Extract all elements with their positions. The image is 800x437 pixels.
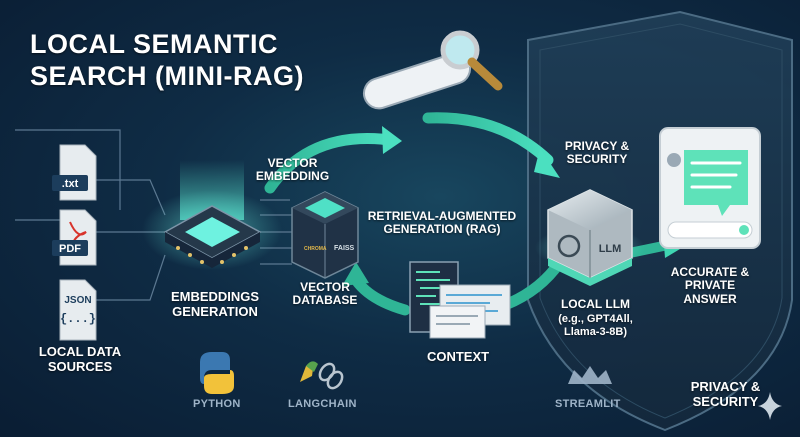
arrow-head-3 [342, 262, 369, 286]
context-label: CONTEXT [426, 349, 490, 364]
arrow-head-1 [382, 126, 402, 154]
json-file-icon: JSON {...} [59, 279, 97, 341]
arrow-search-to-llm [422, 112, 554, 166]
accurate-private-answer-label: ACCURATE & PRIVATE ANSWER [670, 265, 750, 306]
title-line-2: SEARCH (MINI-RAG) [30, 61, 304, 92]
vector-database-label: VECTOR DATABASE [292, 280, 358, 308]
svg-text:CHROMA: CHROMA [304, 246, 327, 252]
answer-chat-panel-icon [659, 127, 761, 249]
svg-text:FAISS: FAISS [334, 245, 355, 252]
context-documents-icon [409, 261, 511, 339]
python-logo-icon [200, 352, 234, 394]
streamlit-label: STREAMLIT [555, 398, 621, 410]
svg-text:JSON: JSON [64, 295, 91, 306]
local-llm-examples-line-2: Llama-3-8B) [564, 326, 627, 338]
svg-text:LLM: LLM [599, 243, 622, 255]
svg-text:{...}: {...} [60, 312, 96, 326]
svg-text:PDF: PDF [59, 243, 81, 255]
local-data-sources-label: LOCAL DATA SOURCES [38, 344, 122, 374]
langchain-label: LANGCHAIN [288, 398, 357, 410]
local-llm-examples-line-1: (e.g., GPT4All, [558, 313, 633, 325]
arrow-embed-to-search [264, 133, 396, 194]
txt-file-icon: .txt [52, 144, 97, 201]
privacy-security-bottom-label: PRIVACY & SECURITY [690, 379, 761, 409]
sparkle-icon [758, 392, 782, 420]
shield-inner-outline [539, 23, 783, 419]
streamlit-logo-icon [568, 366, 612, 384]
arrow-head-2 [534, 148, 560, 178]
python-label: PYTHON [193, 398, 241, 410]
local-llm-label: LOCAL LLM [560, 297, 631, 311]
privacy-security-top-label: PRIVACY & SECURITY [564, 139, 630, 167]
vector-database-icon: CHROMA FAISS [291, 191, 359, 279]
title-line-1: LOCAL SEMANTIC [30, 29, 278, 59]
embeddings-chip-icon [142, 160, 282, 270]
local-llm-icon: LLM [535, 189, 645, 286]
search-icon [362, 30, 503, 110]
embeddings-generation-label: EMBEDDINGS GENERATION [170, 289, 260, 319]
rag-label: RETRIEVAL-AUGMENTED GENERATION (RAG) [367, 209, 517, 237]
langchain-logo-icon [300, 361, 344, 390]
pdf-file-icon: PDF [52, 209, 97, 266]
vector-embedding-label: VECTOR EMBEDDING [255, 156, 330, 184]
svg-text:.txt: .txt [62, 178, 79, 190]
page-title: LOCAL SEMANTIC SEARCH (MINI-RAG) [30, 28, 304, 93]
